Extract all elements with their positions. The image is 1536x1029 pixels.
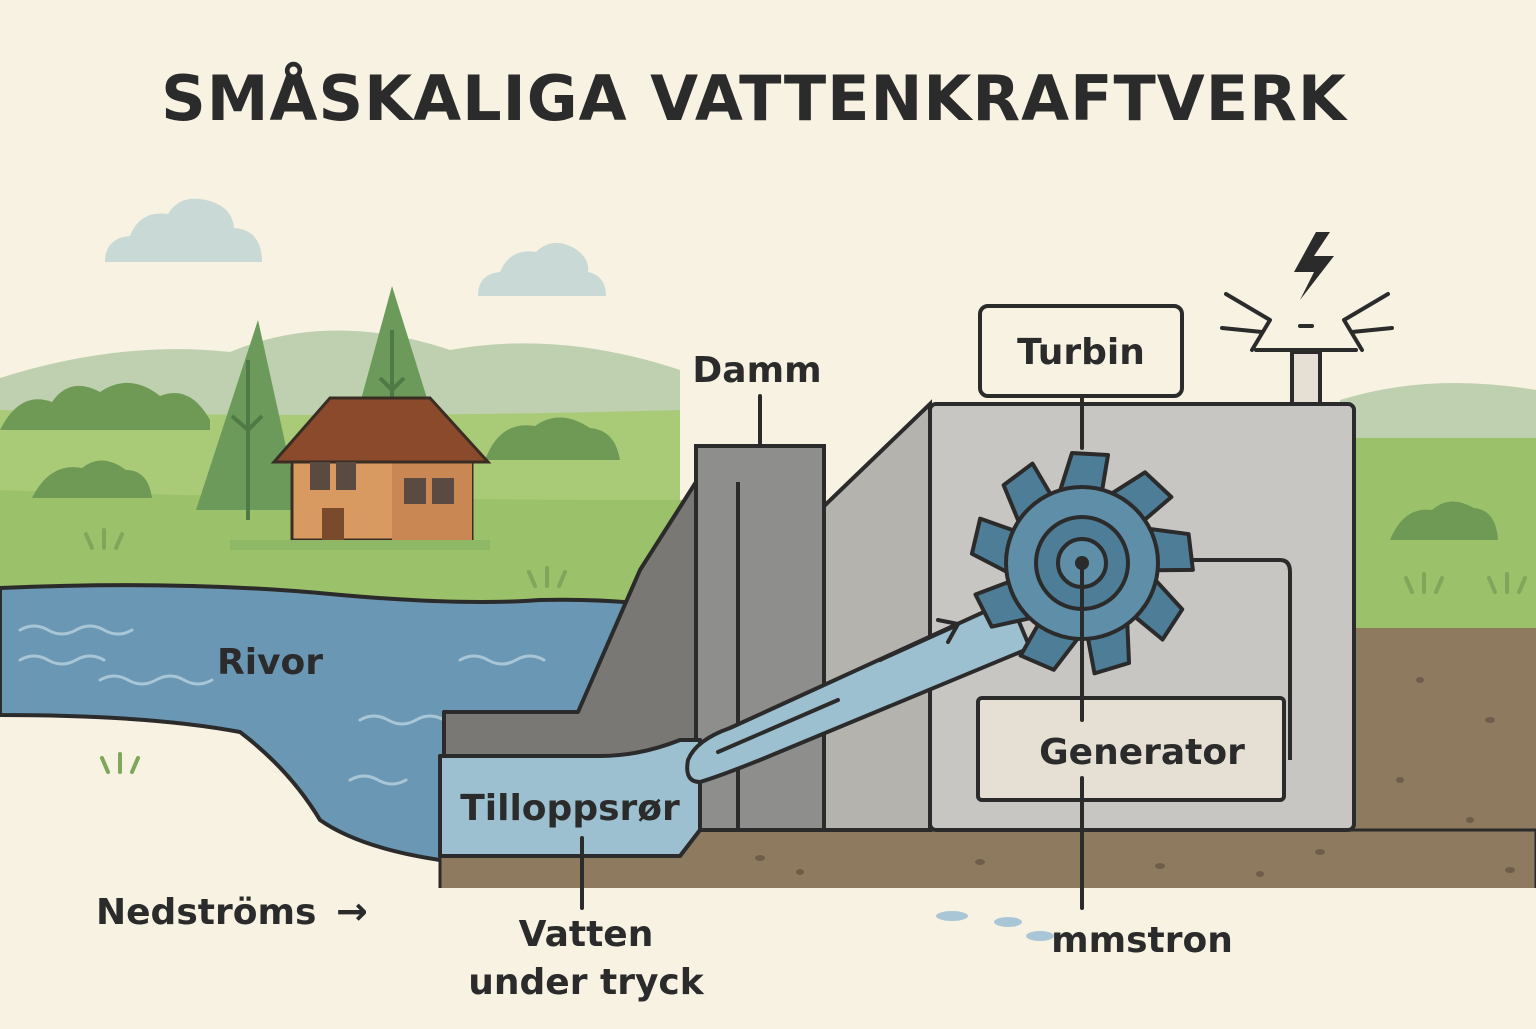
soil-bottom-fill	[0, 888, 1536, 1024]
grass-tufts	[84, 528, 1527, 774]
flow-arrow-icon	[878, 618, 960, 662]
house-icon	[230, 396, 492, 550]
generator-box	[976, 696, 1286, 802]
powerhouse-inner-panel	[1080, 558, 1292, 760]
cloud-icon	[105, 198, 262, 262]
label-turbine: Turbin	[1017, 332, 1145, 373]
river-waves	[18, 624, 546, 786]
label-penstock: Tilloppsrør	[460, 788, 680, 829]
label-current: mmstron	[1051, 920, 1233, 961]
label-pressure-line1: Vatten	[519, 914, 654, 955]
penstock-pipe	[685, 598, 1032, 784]
bushes	[0, 382, 1498, 540]
leader-lines	[580, 394, 1084, 910]
page-title: SMÅSKALIGA VATTENKRAFTVERK	[161, 62, 1348, 135]
soil-dots	[755, 677, 1515, 877]
label-dam: Damm	[692, 350, 821, 391]
downstream-arrow-icon: →	[336, 889, 368, 933]
flow-line	[716, 698, 840, 754]
puddles	[936, 911, 1054, 941]
label-downstream: Nedströms	[96, 892, 316, 933]
power-line-icon	[1220, 292, 1394, 352]
lightning-icon	[1294, 232, 1334, 300]
turbine-wheel-icon	[969, 451, 1195, 676]
intake-channel	[438, 738, 702, 858]
label-pressure-line2: under tryck	[468, 962, 705, 1003]
label-generator: Generator	[1039, 732, 1245, 773]
chimney	[1290, 350, 1322, 406]
cloud-icon	[478, 242, 606, 296]
label-river: Rivor	[217, 642, 323, 683]
